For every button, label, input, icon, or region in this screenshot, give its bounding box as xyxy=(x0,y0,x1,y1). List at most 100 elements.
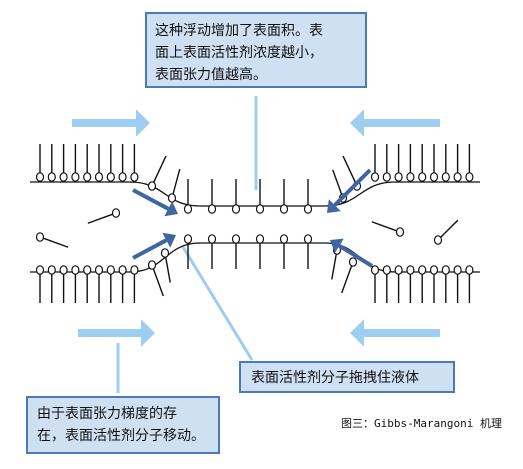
surfactant-head xyxy=(453,265,462,275)
dark-arrow xyxy=(132,232,176,260)
surfactant-molecule xyxy=(147,155,167,191)
surfactant-molecule xyxy=(59,265,68,303)
surfactant-molecule xyxy=(35,265,45,303)
surfactant-molecule xyxy=(106,265,115,303)
light-arrow-left xyxy=(350,109,440,137)
surfactant-head xyxy=(183,234,193,244)
surfactant-head xyxy=(231,234,241,244)
surfactant-head xyxy=(394,172,403,182)
surfactant-molecule xyxy=(465,144,474,182)
surfactant-molecule xyxy=(35,144,45,182)
arrow-head xyxy=(162,232,176,248)
surfactant-head xyxy=(83,172,92,182)
surfactant-head xyxy=(465,265,474,275)
surfactant-molecule xyxy=(118,265,127,303)
surfactant-molecule xyxy=(147,260,164,297)
middle-callout-connector xyxy=(181,246,254,361)
arrow-head xyxy=(327,199,341,213)
surfactant-head xyxy=(433,235,443,245)
surfactant-molecule xyxy=(207,179,217,214)
surfactant-molecule xyxy=(370,265,380,303)
surfactant-head xyxy=(453,172,462,182)
surfactant-tail xyxy=(332,169,343,195)
surfactant-molecule xyxy=(429,265,439,303)
surfactant-molecule xyxy=(59,144,68,182)
surfactant-head xyxy=(207,204,217,214)
surfactant-tail xyxy=(43,237,69,248)
arrow-head xyxy=(330,238,344,253)
surfactant-molecule xyxy=(433,219,459,245)
callout-line: 由于表面张力梯度的存 xyxy=(37,406,177,422)
arrow-head xyxy=(141,319,155,347)
surfactant-tail xyxy=(164,256,171,283)
surfactant-head xyxy=(429,172,439,182)
surfactant-head xyxy=(231,204,241,214)
surfactant-molecule xyxy=(167,168,181,203)
surfactant-head xyxy=(111,208,121,218)
surfactant-molecule xyxy=(394,265,403,303)
callout-line: 面上表面活性剂浓度越小， xyxy=(155,45,323,61)
surfactant-head xyxy=(207,234,217,244)
surfactant-head xyxy=(279,204,289,214)
surfactant-molecule xyxy=(370,144,380,182)
surfactant-molecule xyxy=(441,265,450,303)
surfactant-tail xyxy=(371,221,397,232)
surfactant-head xyxy=(35,265,45,275)
arrow-shaft xyxy=(333,168,372,207)
surfactant-head xyxy=(147,181,157,191)
surfactant-molecule xyxy=(465,265,474,303)
surfactant-tail xyxy=(331,253,338,280)
gradient-callout: 由于表面张力梯度的存 在，表面活性剂分子移动。 xyxy=(26,396,220,454)
surfactant-molecule xyxy=(255,179,265,214)
surfactant-head xyxy=(94,265,104,275)
surfactant-molecule xyxy=(394,144,403,182)
surfactant-head xyxy=(255,204,265,214)
surfactant-molecule xyxy=(71,144,80,182)
surfactant-head xyxy=(370,265,380,275)
surfactant-head xyxy=(303,204,313,214)
surfactant-molecule xyxy=(342,155,362,191)
surfactant-molecule xyxy=(207,234,217,269)
surfactant-head xyxy=(465,172,474,182)
surfactant-molecule xyxy=(130,265,139,303)
surfactant-molecule xyxy=(453,144,462,182)
surfactant-molecule xyxy=(279,234,289,269)
surfactant-molecule xyxy=(231,234,241,269)
callout-line: 表面活性剂分子拖拽住液体 xyxy=(251,370,419,386)
surfactant-head xyxy=(35,172,45,182)
surfactant-head xyxy=(130,172,139,182)
surfactant-head xyxy=(279,234,289,244)
surfactant-head xyxy=(406,172,415,182)
surfactant-molecule xyxy=(255,234,265,269)
surfactant-tail xyxy=(342,155,357,184)
surfactant-molecule xyxy=(94,144,104,182)
arrow-shaft xyxy=(338,244,374,268)
surfactant-molecule xyxy=(83,265,92,303)
dark-arrow xyxy=(330,238,374,268)
surfactant-molecule xyxy=(418,265,427,303)
surfactant-molecule xyxy=(441,144,450,182)
surfactant-head xyxy=(441,265,450,275)
surfactant-molecule xyxy=(71,265,80,303)
surfactant-molecule xyxy=(183,179,193,214)
surfactant-tail xyxy=(341,265,353,294)
surfactant-head xyxy=(429,265,439,275)
surfactant-head xyxy=(130,265,139,275)
light-arrow-right xyxy=(78,319,155,347)
surfactant-head xyxy=(348,257,358,267)
surfactant-head xyxy=(160,248,170,258)
figure-caption: 图三：Gibbs-Marangoni 机理 xyxy=(341,417,502,430)
surfactant-head xyxy=(47,265,56,275)
surfactant-head xyxy=(303,234,313,244)
surfactant-head xyxy=(106,172,115,182)
surfactant-head xyxy=(406,265,415,275)
surfactant-head xyxy=(106,265,115,275)
surfactant-molecule xyxy=(130,144,139,182)
surfactant-molecule xyxy=(118,144,127,182)
arrow-head xyxy=(164,201,178,217)
surface-area-callout: 这种浮动增加了表面积。表 面上表面活性剂浓度越小， 表面张力值越高。 xyxy=(145,12,367,88)
surfactant-head xyxy=(59,172,68,182)
surfactant-molecule xyxy=(418,144,427,182)
arrow-head xyxy=(136,109,150,137)
surfactant-molecule xyxy=(371,221,405,237)
